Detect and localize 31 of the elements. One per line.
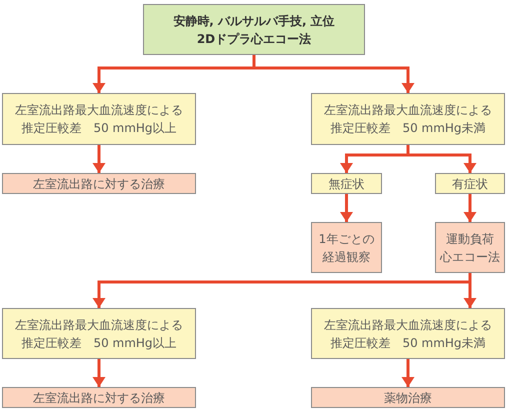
step-text: 安静時, バルサルバ手技, 立位2Dドプラ心エコー法 (173, 12, 335, 48)
process-box (311, 308, 505, 359)
arrow (402, 359, 414, 387)
arrow (92, 359, 106, 387)
step-text: 無症状 (328, 176, 364, 192)
step-text: 左室流出路最大血流速度による推定圧較差 50 mmHg以上 (15, 316, 183, 352)
arrow (406, 145, 476, 173)
outcome-box (2, 387, 196, 408)
outcome-box (311, 387, 505, 408)
arrow (92, 145, 106, 173)
step-text: 運動負荷心エコー法 (440, 230, 500, 266)
process-box (2, 308, 196, 359)
step-text: 左室流出路に対する治療 (33, 176, 165, 192)
step-text: 左室流出路最大血流速度による推定圧較差 50 mmHg以上 (15, 102, 183, 137)
step-text: 有症状 (452, 176, 488, 192)
arrow (252, 55, 414, 93)
arrow (464, 194, 476, 222)
outcome-box (2, 173, 196, 194)
outcome-box (435, 222, 505, 273)
step-text: 左室流出路最大血流速度による推定圧較差 50 mmHg未満 (324, 316, 492, 352)
process-box (2, 93, 196, 145)
process-box (435, 173, 505, 194)
step-text: 左室流出路に対する治療 (33, 390, 165, 406)
process-box (311, 93, 505, 145)
step-text: 左室流出路最大血流速度による推定圧較差 50 mmHg未満 (324, 102, 492, 137)
start-box (143, 4, 365, 55)
arrow (340, 194, 353, 222)
outcome-box (311, 222, 382, 273)
step-text: 薬物治療 (384, 390, 432, 406)
step-text: 1年ごとの経過観察 (318, 230, 374, 266)
process-box (311, 173, 382, 194)
